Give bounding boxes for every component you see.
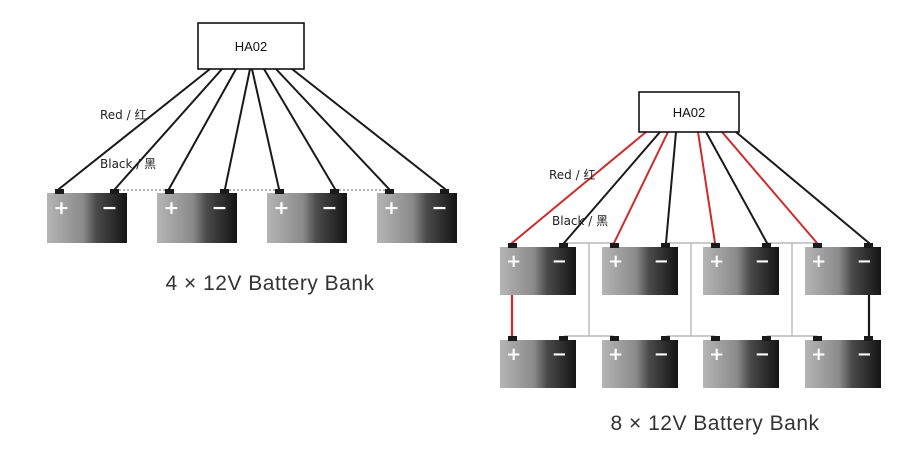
diagram-4-hub-label: HA02 [235, 39, 268, 54]
positive-terminal [275, 189, 284, 194]
plus-sign: + [811, 344, 826, 365]
plus-sign: + [709, 251, 724, 272]
diagram-8-caption: 8 × 12V Battery Bank [610, 412, 819, 435]
diagram-4-hub: HA02 [197, 22, 305, 70]
minus-sign: − [755, 344, 770, 365]
fan-wire-red [511, 131, 647, 244]
battery-top-2: +− [602, 243, 678, 295]
battery-bottom-3: +− [703, 336, 779, 388]
fan-wire-black [563, 131, 661, 244]
battery-bottom-4: +− [805, 336, 881, 388]
negative-terminal [661, 243, 670, 248]
negative-terminal [440, 189, 449, 194]
fan-wire-red [721, 131, 818, 244]
fan-wire-black [735, 131, 870, 244]
plus-sign: + [608, 344, 623, 365]
fan-wire [275, 68, 390, 190]
negative-terminal [864, 243, 873, 248]
minus-sign: − [431, 197, 447, 219]
negative-terminal [864, 336, 873, 341]
positive-terminal [508, 243, 517, 248]
plus-sign: + [383, 197, 399, 219]
minus-sign: − [321, 197, 337, 219]
minus-sign: − [552, 344, 567, 365]
diagram-8-black-label: Black / 黑 [552, 214, 608, 228]
battery-4: +− [377, 189, 457, 243]
minus-sign: − [857, 344, 872, 365]
battery-2: +− [157, 189, 237, 243]
plus-sign: + [811, 251, 826, 272]
fan-wire [291, 68, 446, 190]
fan-wire [168, 68, 237, 190]
diagram-8-batteries: +−+−+−+−+−+−+−+− [500, 243, 881, 388]
diagram-8-bridge-wires [564, 242, 817, 337]
fan-wire-red [613, 131, 669, 244]
diagram-4-red-label: Red / 红 [100, 107, 146, 122]
negative-terminal [330, 189, 339, 194]
plus-sign: + [163, 197, 179, 219]
battery-top-1: +− [500, 243, 576, 295]
battery-1: +− [47, 189, 127, 243]
minus-sign: − [755, 251, 770, 272]
minus-sign: − [552, 251, 567, 272]
fan-wire [58, 68, 211, 190]
positive-terminal [508, 336, 517, 341]
minus-sign: − [101, 197, 117, 219]
positive-terminal [711, 336, 720, 341]
fan-wire [251, 68, 280, 190]
negative-terminal [559, 336, 568, 341]
battery-top-3: +− [703, 243, 779, 295]
positive-terminal [813, 243, 822, 248]
fan-wire [114, 68, 223, 190]
positive-terminal [165, 189, 174, 194]
negative-terminal [762, 243, 771, 248]
fan-wire-black [705, 131, 768, 244]
plus-sign: + [506, 344, 521, 365]
battery-bottom-1: +− [500, 336, 576, 388]
positive-terminal [711, 243, 720, 248]
plus-sign: + [273, 197, 289, 219]
negative-terminal [110, 189, 119, 194]
minus-sign: − [654, 251, 669, 272]
plus-sign: + [608, 251, 623, 272]
positive-terminal [813, 336, 822, 341]
battery-3: +− [267, 189, 347, 243]
battery-bottom-2: +− [602, 336, 678, 388]
minus-sign: − [857, 251, 872, 272]
diagram-4-battery-bank: +−+−+−+− HA02 Red / 红 Black / 黑 4 × 12V … [47, 22, 457, 295]
diagram-8-hub: HA02 [638, 91, 740, 133]
negative-terminal [661, 336, 670, 341]
fan-wire-black [665, 131, 677, 244]
fan-wire [224, 68, 251, 190]
fan-wire-red [697, 131, 716, 244]
plus-sign: + [53, 197, 69, 219]
diagram-8-battery-bank: +−+−+−+−+−+−+−+− HA02 Red / 红 Black / 黑 … [500, 91, 881, 435]
positive-terminal [610, 336, 619, 341]
diagram-8-hub-label: HA02 [673, 105, 706, 120]
plus-sign: + [506, 251, 521, 272]
positive-terminal [610, 243, 619, 248]
negative-terminal [220, 189, 229, 194]
diagram-4-wires [58, 68, 446, 191]
diagram-4-batteries: +−+−+−+− [47, 189, 457, 243]
positive-terminal [385, 189, 394, 194]
battery-top-4: +− [805, 243, 881, 295]
diagram-4-black-label: Black / 黑 [100, 157, 156, 171]
plus-sign: + [709, 344, 724, 365]
negative-terminal [762, 336, 771, 341]
positive-terminal [55, 189, 64, 194]
minus-sign: − [211, 197, 227, 219]
diagram-8-red-label: Red / 红 [549, 167, 595, 182]
diagram-4-caption: 4 × 12V Battery Bank [165, 272, 374, 295]
negative-terminal [559, 243, 568, 248]
fan-wire [263, 68, 336, 190]
minus-sign: − [654, 344, 669, 365]
